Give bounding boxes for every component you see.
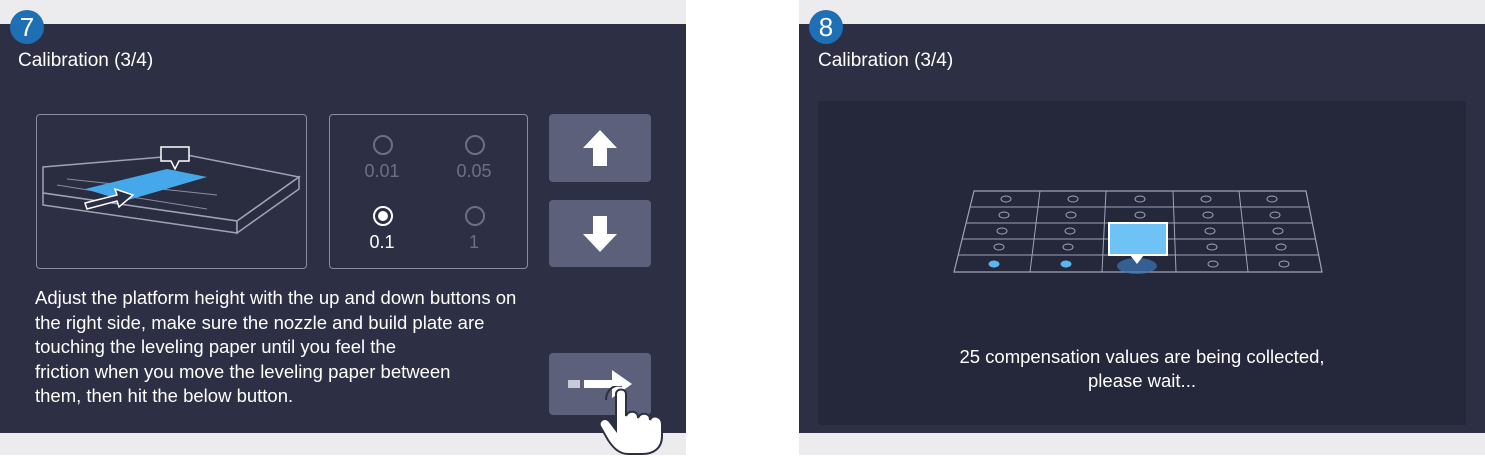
arrow-up-icon [583,130,617,166]
pending-point [1134,195,1146,203]
radio-icon[interactable] [465,206,485,226]
next-button[interactable] [549,353,651,415]
status-line: 25 compensation values are being collect… [959,346,1325,367]
step7-badge: 7 [10,10,44,44]
pending-point [1200,195,1212,203]
pending-point [1065,211,1077,219]
radio-selected-icon[interactable] [373,206,393,226]
leveling-paper-illustration [36,114,307,269]
probe-grid [953,190,1323,274]
pending-point [1064,227,1076,235]
hand-pointer-icon [598,386,663,455]
step8-title: Calibration (3/4) [818,50,954,71]
step7-title: Calibration (3/4) [18,50,154,71]
pending-point [1272,227,1284,235]
instruction-line: Adjust the platform height with the up a… [35,287,517,308]
pending-point [1062,243,1074,251]
pending-point [1067,195,1079,203]
pending-point [1266,195,1278,203]
status-line: please wait... [1088,370,1196,391]
instruction-line: friction when you move the leveling pape… [35,360,451,382]
pending-point [1275,243,1287,251]
instruction-line: the right side, make sure the nozzle and… [35,311,485,333]
instruction-text: Adjust the platform height with the up a… [35,286,635,409]
pending-point [998,211,1010,219]
collected-point [988,260,1000,268]
pending-point [1206,243,1218,251]
collected-point [1060,260,1072,268]
pending-point [1134,211,1146,219]
pending-point [1202,211,1214,219]
collection-status-text: 25 compensation values are being collect… [818,345,1466,393]
radio-icon[interactable] [465,135,485,155]
build-plate-illustration [42,146,301,235]
radio-icon[interactable] [373,135,393,155]
step-option-label: 0.01 [364,161,400,181]
pending-point [1000,195,1012,203]
step8-badge: 8 [809,10,843,44]
pending-point [996,227,1008,235]
instruction-line: them, then hit the below button. [35,385,294,406]
step-option-label: 0.1 [369,232,395,252]
pending-point [1278,260,1290,268]
arrow-down-icon [583,215,617,252]
step-option-label: 1 [468,232,479,252]
step-option-label: 0.05 [456,161,492,181]
pending-point [993,243,1005,251]
step-size-selector: 0.01 0.05 0.1 1 [329,114,528,269]
move-down-button[interactable] [549,200,651,267]
move-up-button[interactable] [549,114,651,182]
pending-point [1207,260,1219,268]
pending-point [1204,227,1216,235]
pending-point [1269,211,1281,219]
instruction-line: touching the leveling paper until you fe… [35,336,397,357]
